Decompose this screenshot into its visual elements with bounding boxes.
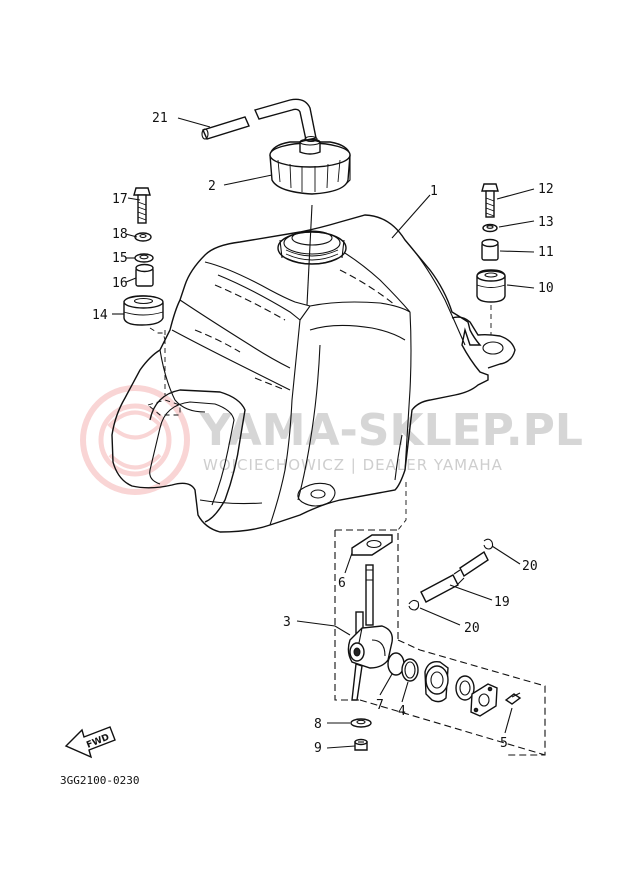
fwd-arrow-icon: FWD [64,726,116,759]
callout-7: 7 [376,698,384,713]
callout-6: 6 [338,576,346,591]
watermark-logo-icon [80,385,190,495]
callout-20-lower: 20 [464,621,480,636]
callout-labels: 21 2 1 17 18 15 16 14 12 13 11 10 3 6 7 … [92,111,554,756]
callout-5: 5 [500,736,508,751]
callout-15: 15 [112,251,128,266]
callout-18: 18 [112,227,128,242]
fuel-cap [269,138,351,195]
diagram-code: 3GG2100-0230 [60,774,139,787]
leader-lines [112,117,535,749]
callout-17: 17 [112,192,128,207]
hose-clips [408,538,494,611]
callout-21: 21 [152,111,168,126]
callout-12: 12 [538,182,554,197]
callout-1: 1 [430,184,438,199]
callout-9: 9 [314,741,322,756]
right-mount-hardware [476,183,506,335]
callout-8: 8 [314,717,322,732]
callout-14: 14 [92,308,108,323]
callout-3: 3 [283,615,291,630]
watermark-title: YAMA-SKLEP.PL [199,405,583,456]
callout-16: 16 [112,276,128,291]
fuel-tank [111,214,516,533]
callout-2: 2 [208,179,216,194]
watermark: YAMA-SKLEP.PL WOJCIECHOWICZ | DEALER YAM… [80,385,583,495]
callout-10: 10 [538,281,554,296]
fuel-cock-assembly [334,482,546,756]
left-mount-hardware [123,187,166,341]
callout-13: 13 [538,215,554,230]
callout-19: 19 [494,595,510,610]
callout-11: 11 [538,245,554,260]
callout-20-upper: 20 [522,559,538,574]
fuel-pipe [420,550,489,603]
watermark-subtitle: WOJCIECHOWICZ | DEALER YAMAHA [203,456,503,474]
breather-hose [201,98,318,143]
callout-4: 4 [398,704,406,719]
